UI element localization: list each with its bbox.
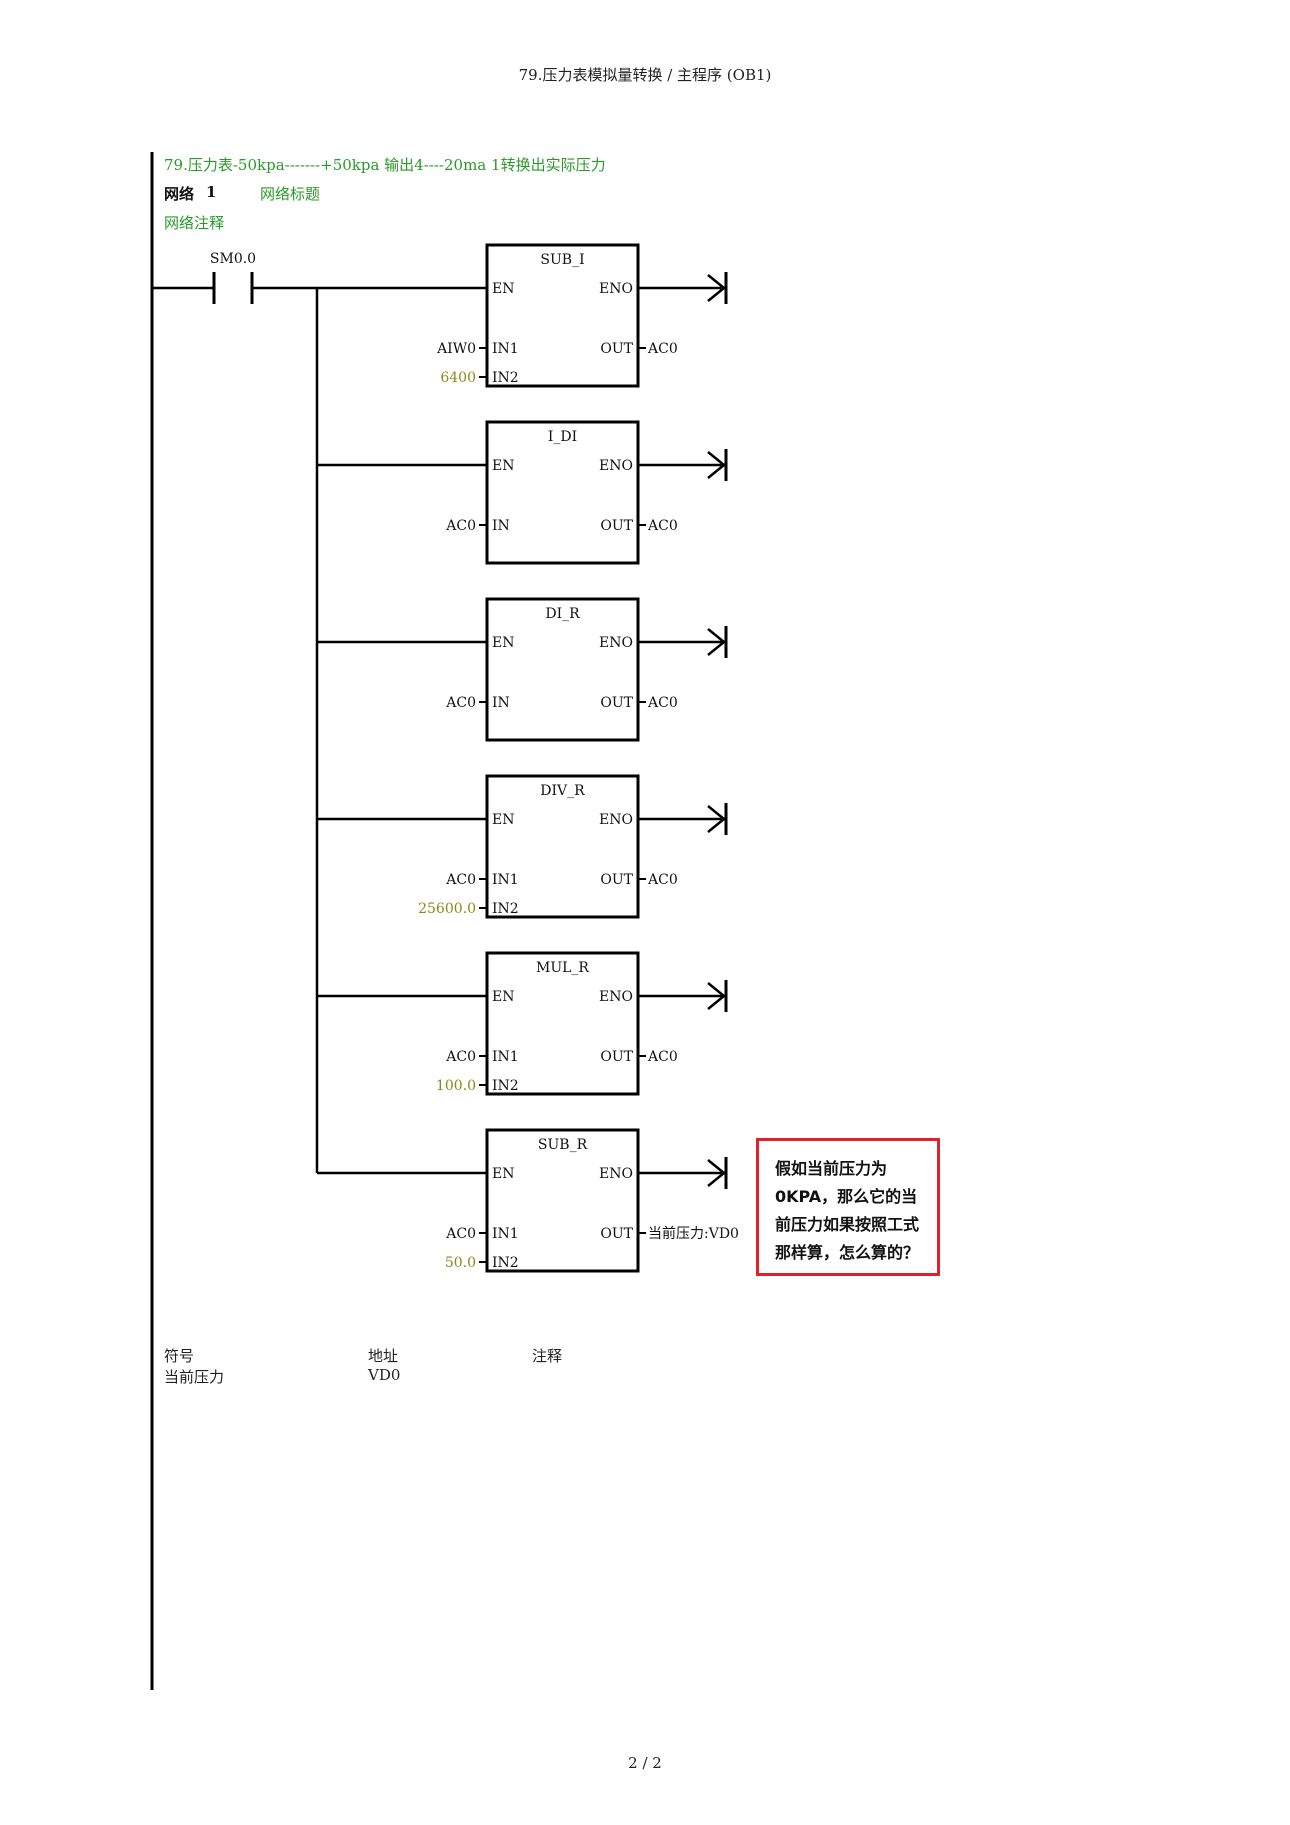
input-pin-label: IN [492, 695, 510, 711]
network-number: 1 [206, 183, 217, 201]
input-value: AC0 [445, 1049, 476, 1065]
en-pin-label: EN [492, 989, 514, 1005]
symbol-table-row-symbol: 当前压力 [164, 1368, 225, 1386]
block-name: I_DI [548, 429, 577, 445]
output-value: AC0 [647, 341, 678, 357]
network-label: 网络 [164, 185, 195, 203]
input-value: 100.0 [436, 1078, 476, 1094]
block-i-di [485, 420, 640, 565]
input-pin-label: IN2 [492, 1078, 519, 1094]
eno-arrow-icon [707, 274, 726, 302]
symbol-table-row-address: VD0 [368, 1366, 401, 1384]
output-value: 当前压力:VD0 [648, 1225, 739, 1242]
output-value: AC0 [647, 872, 678, 888]
contact-label: SM0.0 [210, 251, 256, 267]
input-pin-label: IN2 [492, 901, 519, 917]
symbol-table-header-symbol: 符号 [164, 1347, 195, 1365]
input-pin-label: IN [492, 518, 510, 534]
block-sub-i [485, 243, 640, 388]
symbol-table-header-comment: 注释 [532, 1347, 563, 1365]
output-pin-label: OUT [600, 518, 633, 534]
block-sub-r [485, 1128, 640, 1273]
block-name: DIV_R [540, 783, 585, 799]
output-pin-label: OUT [600, 1049, 633, 1065]
en-pin-label: EN [492, 281, 514, 297]
eno-arrow-icon [707, 982, 726, 1010]
en-pin-label: EN [492, 1166, 514, 1182]
eno-pin-label: ENO [599, 989, 633, 1005]
input-pin-label: IN2 [492, 370, 519, 386]
eno-arrow-icon [707, 628, 726, 656]
block-di-r [485, 597, 640, 742]
en-pin-label: EN [492, 812, 514, 828]
input-value: 50.0 [445, 1255, 476, 1271]
input-pin-label: IN1 [492, 872, 519, 888]
input-pin-label: IN1 [492, 1049, 519, 1065]
input-pin-label: IN1 [492, 341, 519, 357]
input-pin-label: IN1 [492, 1226, 519, 1242]
output-value: AC0 [647, 518, 678, 534]
input-value: AC0 [445, 1226, 476, 1242]
output-value: AC0 [647, 695, 678, 711]
block-div-r [485, 774, 640, 919]
question-callout: 假如当前压力为0KPA，那么它的当前压力如果按照工式那样算，怎么算的？ [756, 1138, 940, 1276]
output-pin-label: OUT [600, 341, 633, 357]
output-pin-label: OUT [600, 695, 633, 711]
input-value: 25600.0 [418, 901, 476, 917]
page-footer: 2 / 2 [628, 1754, 662, 1772]
input-value: AC0 [445, 695, 476, 711]
eno-arrow-icon [707, 1159, 726, 1187]
input-value: 6400 [440, 370, 476, 386]
eno-pin-label: ENO [599, 458, 633, 474]
input-value: AC0 [445, 518, 476, 534]
output-pin-label: OUT [600, 872, 633, 888]
eno-arrow-icon [707, 805, 726, 833]
input-value: AIW0 [436, 341, 476, 357]
eno-pin-label: ENO [599, 812, 633, 828]
eno-arrow-icon [707, 451, 726, 479]
input-value: AC0 [445, 872, 476, 888]
eno-pin-label: ENO [599, 1166, 633, 1182]
block-name: SUB_R [538, 1137, 588, 1153]
block-name: SUB_I [540, 252, 584, 268]
output-pin-label: OUT [600, 1226, 633, 1242]
block-name: MUL_R [536, 960, 589, 976]
block-mul-r [485, 951, 640, 1096]
en-pin-label: EN [492, 458, 514, 474]
output-value: AC0 [647, 1049, 678, 1065]
network-title: 网络标题 [260, 185, 321, 203]
block-name: DI_R [545, 606, 580, 622]
input-pin-label: IN2 [492, 1255, 519, 1271]
en-pin-label: EN [492, 635, 514, 651]
symbol-table-header-address: 地址 [368, 1347, 399, 1365]
eno-pin-label: ENO [599, 281, 633, 297]
program-comment: 79.压力表-50kpa-------+50kpa 输出4----20ma 1转… [164, 156, 606, 174]
page-header: 79.压力表模拟量转换 / 主程序 (OB1) [518, 66, 772, 84]
eno-pin-label: ENO [599, 635, 633, 651]
network-comment: 网络注释 [164, 214, 225, 232]
